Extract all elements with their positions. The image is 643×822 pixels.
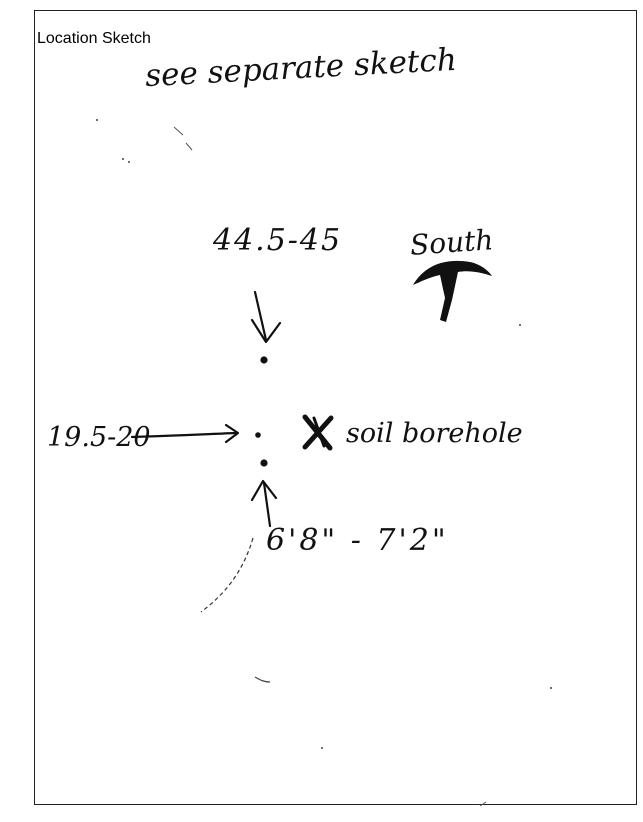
sample-point-lower: [260, 459, 268, 467]
sample-point-middle: [255, 432, 261, 438]
location-sketch-label: Location Sketch: [37, 30, 151, 47]
top-depth-arrow-icon: [250, 290, 282, 344]
top-depth-label: 44.5-45: [213, 223, 343, 258]
soil-borehole-label: soil borehole: [346, 418, 523, 449]
bottom-depth-arrow-icon: [250, 479, 278, 528]
sketch-frame: [34, 10, 637, 805]
mid-depth-arrow-icon: [130, 423, 240, 444]
bottom-depth-label: 6'8" - 7'2": [266, 523, 449, 558]
borehole-x-icon: [302, 414, 334, 451]
north-arrow-icon: [413, 260, 492, 322]
dashed-curve-mark: [200, 537, 254, 613]
stray-marks: [96, 119, 552, 807]
sample-point-upper: [260, 356, 268, 364]
